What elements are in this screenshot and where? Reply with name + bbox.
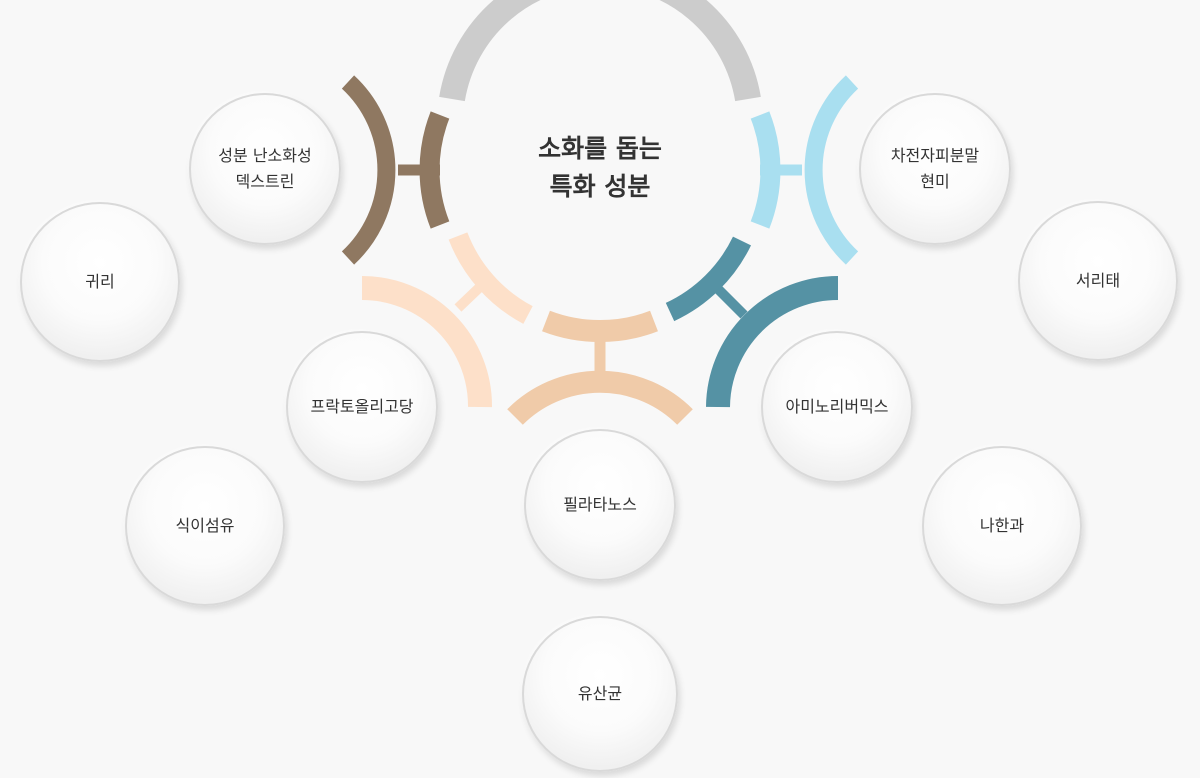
ingredient-label: 현미: [920, 172, 950, 191]
ingredient-label: 성분 난소화성: [218, 146, 312, 165]
center-ring-top-arc: [439, 0, 761, 102]
center-title-line2: 특화 성분: [549, 172, 651, 201]
ingredient-label: 프락토올리고당: [310, 397, 414, 416]
light-peach-outer-arc: [361, 276, 493, 408]
ingredient-amino: 아미노리버믹스: [761, 331, 913, 483]
center-title: 소화를 돕는 특화 성분: [495, 130, 705, 206]
center-title-line1: 소화를 돕는: [538, 134, 662, 163]
teal-inner-arc: [665, 236, 752, 322]
ingredient-filatanos: 필라타노스: [524, 429, 676, 581]
light-peach-connector: [454, 283, 484, 312]
ingredient-label: 필라타노스: [563, 495, 637, 514]
ingredient-label: 나한과: [979, 516, 1025, 535]
ingredient-label: 귀리: [85, 272, 115, 291]
ingredient-label: 식이섬유: [175, 516, 235, 535]
ingredient-probiotic: 유산균: [522, 616, 678, 772]
ingredient-label: 덱스트린: [235, 172, 295, 191]
ingredient-guri: 귀리: [20, 202, 180, 362]
ingredient-seoritae: 서리태: [1018, 201, 1178, 361]
ingredient-label: 유산균: [577, 684, 623, 703]
ingredient-label: 아미노리버믹스: [785, 397, 889, 416]
ingredient-label: 차전자피분말: [890, 146, 980, 165]
peach-outer-arc: [507, 370, 693, 425]
ingredient-germ: 차전자피분말 현미: [859, 93, 1011, 245]
ingredient-fiber: 식이섬유: [125, 446, 285, 606]
ingredient-fructo: 프락토올리고당: [286, 331, 438, 483]
ingredient-nahan: 나한과: [922, 446, 1082, 606]
light-peach-inner-arc: [448, 232, 533, 324]
ingredient-dextrin: 성분 난소화성 덱스트린: [189, 93, 341, 245]
teal-connector: [714, 285, 748, 319]
blue-outer-arc: [804, 75, 859, 265]
ingredient-label: 서리태: [1075, 271, 1121, 290]
peach-inner-arc: [542, 310, 658, 342]
teal-outer-arc: [706, 276, 839, 408]
brown-outer-arc: [341, 75, 396, 265]
